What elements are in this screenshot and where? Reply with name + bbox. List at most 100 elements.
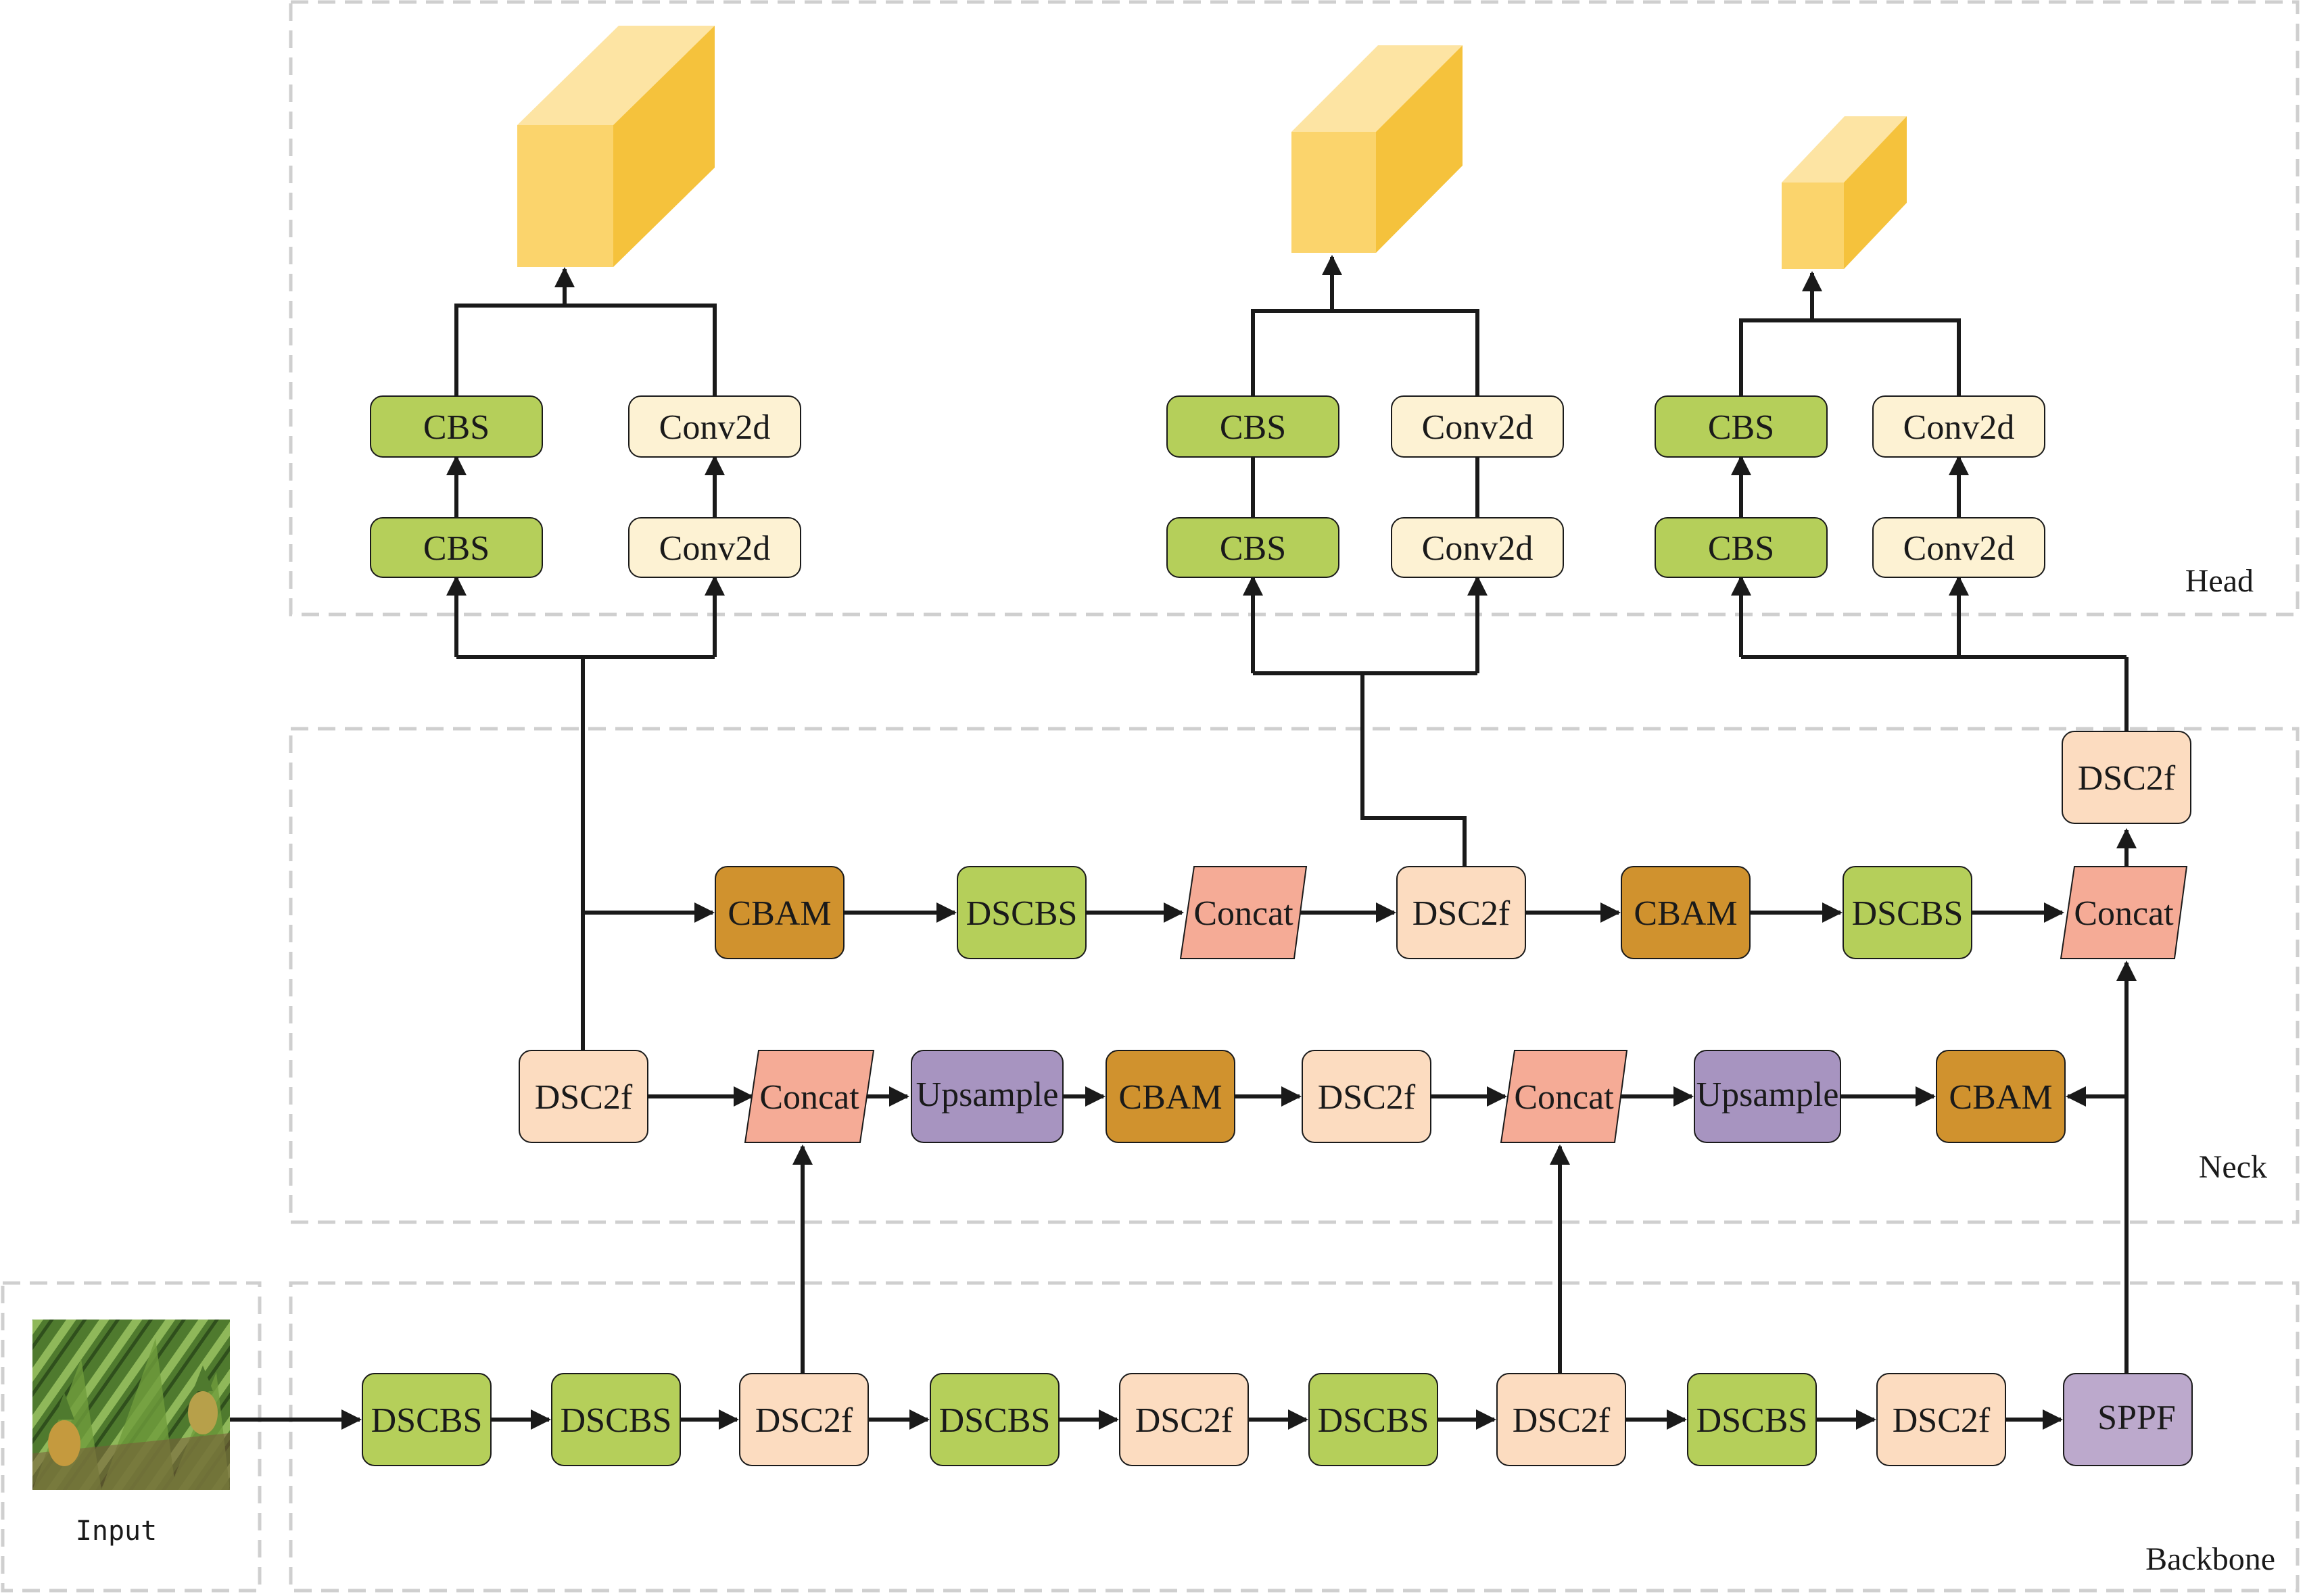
head3-conv2d-top-label: Conv2d — [1903, 408, 2015, 447]
head1-cbs-top-label: CBS — [423, 408, 490, 447]
backbone-dsc2f-4-label: DSC2f — [1893, 1401, 1991, 1440]
backbone-dscbs-3-label: DSCBS — [939, 1401, 1051, 1440]
head2-conv2d-bottom-label: Conv2d — [1422, 529, 1534, 568]
head1-cbs-bottom-label: CBS — [423, 529, 490, 568]
neck-lower-cbam-2-label: CBAM — [1949, 1078, 2052, 1117]
head2-cbs-top-label: CBS — [1220, 408, 1286, 447]
head2-cbs-bottom-label: CBS — [1220, 529, 1286, 568]
backbone-dsc2f-2 — [1119, 1373, 1249, 1466]
head3-conv2d-top — [1872, 395, 2045, 458]
neck-lower-cbam-1 — [1106, 1050, 1235, 1143]
backbone-dsc2f-3 — [1496, 1373, 1626, 1466]
neck-upper-concat-2-label: Concat — [2074, 894, 2174, 933]
neck-top-dsc2f — [2062, 731, 2191, 824]
neck-lower-upsample-2-label: Upsample — [1696, 1075, 1839, 1114]
output-cube-medium — [1291, 45, 1463, 253]
neck-lower-upsample-2 — [1694, 1050, 1841, 1143]
neck-upper-dscbs-2 — [1843, 866, 1972, 959]
head2-conv2d-top — [1391, 395, 1564, 458]
head1-cbs-top — [370, 395, 543, 458]
neck-upper-dsc2f — [1396, 866, 1526, 959]
wire-dsc2f-to-head2 — [1360, 673, 1467, 867]
head-region-border — [289, 0, 2300, 616]
neck-lower-row: DSC2f Concat Upsample CBAM DSC2f Concat … — [519, 1050, 2066, 1143]
head2-conv2d-bottom — [1391, 517, 1564, 578]
backbone-sppf-label: SPPF — [2097, 1399, 2176, 1437]
input-image — [32, 1320, 230, 1490]
neck-upper-cbam-2-label: CBAM — [1634, 894, 1737, 933]
head3-conv2d-bottom-label: Conv2d — [1903, 529, 2015, 568]
backbone-dsc2f-2-label: DSC2f — [1135, 1401, 1233, 1440]
backbone-section-label: Backbone — [2145, 1541, 2275, 1577]
neck-lower-concat-1-label: Concat — [759, 1078, 859, 1117]
backbone-dscbs-5 — [1687, 1373, 1817, 1466]
neck-upper-dscbs-1 — [957, 866, 1087, 959]
neck-upper-cbam-2 — [1621, 866, 1751, 959]
neck-lower-dsc2f-2 — [1302, 1050, 1431, 1143]
wire-h1-merge — [454, 304, 717, 396]
head2-cbs-bottom — [1166, 517, 1339, 578]
backbone-dscbs-3 — [930, 1373, 1060, 1466]
head1-conv2d-top-label: Conv2d — [659, 408, 771, 447]
neck-lower-cbam-2 — [1936, 1050, 2066, 1143]
output-cube-small — [1782, 116, 1907, 269]
neck-lower-dsc2f-1-label: DSC2f — [535, 1078, 633, 1117]
head1-cbs-bottom — [370, 517, 543, 578]
neck-lower-upsample-1-label: Upsample — [916, 1075, 1059, 1114]
neck-upper-dsc2f-label: DSC2f — [1412, 894, 1511, 933]
backbone-dscbs-2 — [551, 1373, 681, 1466]
backbone-dscbs-4 — [1308, 1373, 1438, 1466]
head3-cbs-top — [1655, 395, 1828, 458]
head1-conv2d-bottom-label: Conv2d — [659, 529, 771, 568]
backbone-sppf — [2063, 1373, 2193, 1466]
head3-cbs-bottom — [1655, 517, 1828, 578]
neck-upper-dscbs-1-label: DSCBS — [966, 894, 1078, 933]
output-cubes — [517, 26, 1907, 269]
neck-top-block: DSC2f — [2062, 731, 2191, 824]
neck-upper-concat-1 — [1179, 866, 1308, 959]
neck-lower-dsc2f-2-label: DSC2f — [1318, 1078, 1416, 1117]
backbone-dscbs-4-label: DSCBS — [1318, 1401, 1429, 1440]
neck-lower-concat-2 — [1500, 1050, 1628, 1143]
neck-upper-cbam-1 — [715, 866, 845, 959]
backbone-dscbs-2-label: DSCBS — [561, 1401, 672, 1440]
neck-region-border — [289, 727, 2300, 1224]
head1-conv2d-top — [628, 395, 801, 458]
neck-section-label: Neck — [2199, 1149, 2267, 1185]
input-label: Input — [76, 1516, 157, 1547]
neck-upper-dscbs-2-label: DSCBS — [1852, 894, 1964, 933]
neck-lower-concat-1 — [744, 1050, 875, 1143]
backbone-dsc2f-1-label: DSC2f — [755, 1401, 853, 1440]
neck-lower-upsample-1 — [911, 1050, 1064, 1143]
backbone-dsc2f-4 — [1876, 1373, 2006, 1466]
backbone-region-border — [289, 1281, 2300, 1593]
head3-cbs-bottom-label: CBS — [1708, 529, 1774, 568]
neck-upper-concat-2 — [2060, 866, 2188, 959]
neck-upper-row: CBAM DSCBS Concat DSC2f CBAM DSCBS Conca… — [715, 866, 2188, 959]
neck-upper-concat-1-label: Concat — [1193, 894, 1293, 933]
neck-top-dsc2f-label: DSC2f — [2078, 759, 2176, 798]
wire-h2-merge — [1251, 309, 1479, 396]
neck-lower-concat-2-label: Concat — [1514, 1078, 1614, 1117]
neck-lower-cbam-1-label: CBAM — [1118, 1078, 1222, 1117]
backbone-dscbs-5-label: DSCBS — [1696, 1401, 1808, 1440]
section-labels: Head Neck Backbone Input — [76, 563, 2275, 1577]
backbone-dscbs-1 — [362, 1373, 492, 1466]
connections — [230, 255, 2137, 1430]
pineapple-fruit-right — [188, 1391, 218, 1434]
head-blocks: CBS CBS Conv2d Conv2d CBS CBS Conv2d Con… — [370, 395, 2045, 578]
head3-conv2d-bottom — [1872, 517, 2045, 578]
head3-cbs-top-label: CBS — [1708, 408, 1774, 447]
backbone-dsc2f-1 — [739, 1373, 869, 1466]
input-region-border — [1, 1281, 262, 1593]
head1-conv2d-bottom — [628, 517, 801, 578]
head2-conv2d-top-label: Conv2d — [1422, 408, 1534, 447]
backbone-dsc2f-3-label: DSC2f — [1513, 1401, 1611, 1440]
backbone-dscbs-1-label: DSCBS — [371, 1401, 483, 1440]
neck-upper-cbam-1-label: CBAM — [728, 894, 831, 933]
head2-cbs-top — [1166, 395, 1339, 458]
wire-h3-merge — [1739, 318, 1961, 396]
output-cube-large — [517, 26, 715, 267]
